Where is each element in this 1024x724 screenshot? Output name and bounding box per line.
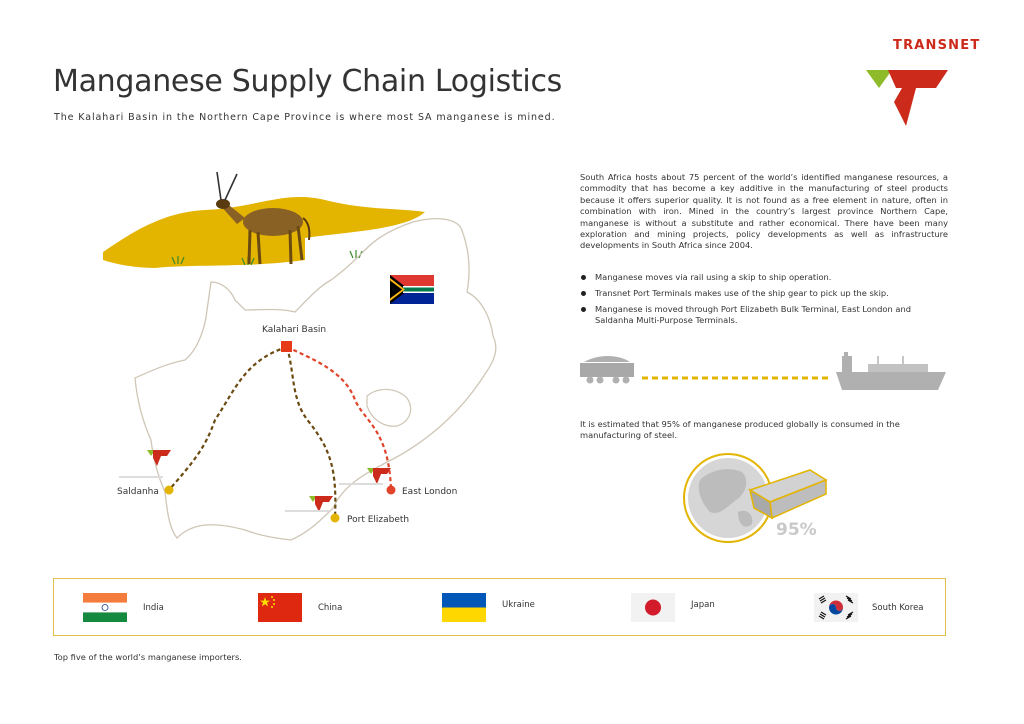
country-china: China — [318, 603, 343, 613]
lesotho-outline — [366, 388, 412, 427]
south-africa-flag — [390, 275, 434, 304]
footnote: Top five of the world’s manganese import… — [54, 652, 242, 662]
bullet-item: Transnet Port Terminals makes use of the… — [580, 288, 948, 299]
country-outline — [134, 217, 497, 541]
country-ukraine: Ukraine — [502, 600, 535, 610]
transnet-logo-icon — [866, 70, 948, 126]
terminal-marker-east-london — [339, 468, 391, 485]
country-india: India — [143, 603, 164, 613]
country-south-korea: South Korea — [872, 603, 924, 613]
brand-wordmark: TRANSNET — [893, 38, 981, 53]
bullet-dot-icon — [581, 291, 586, 296]
bullet-list: Manganese moves via rail using a skip to… — [580, 272, 948, 331]
importers-panel: India China Ukraine Japan South Korea — [53, 578, 946, 636]
oryx-illustration-icon — [216, 171, 311, 265]
east-london-marker — [386, 485, 396, 495]
terminal-marker-saldanha — [119, 450, 171, 478]
label-saldanha: Saldanha — [117, 487, 159, 497]
bullet-text: Manganese is moved through Port Elizabet… — [595, 304, 911, 325]
ukraine-flag-icon — [442, 593, 486, 622]
percentage-label: 95% — [776, 520, 817, 540]
route-east-london — [286, 346, 393, 491]
china-flag-icon — [258, 593, 302, 622]
route-saldanha — [168, 345, 288, 491]
rail-wagon-icon — [580, 356, 634, 384]
bullet-dot-icon — [581, 307, 586, 312]
steel-beam-icon — [748, 469, 828, 520]
india-flag-icon — [83, 593, 127, 622]
label-kalahari-basin: Kalahari Basin — [262, 325, 327, 335]
terminal-marker-port-elizabeth — [285, 496, 333, 512]
globe-steel-illustration — [683, 453, 828, 543]
south-korea-flag-icon — [814, 593, 858, 622]
bullet-item: Manganese is moved through Port Elizabet… — [580, 304, 948, 326]
intro-paragraph: South Africa hosts about 75 percent of t… — [580, 172, 948, 251]
bullet-dot-icon — [581, 275, 586, 280]
page-subtitle: The Kalahari Basin in the Northern Cape … — [54, 112, 556, 123]
port-elizabeth-marker — [330, 513, 340, 523]
south-africa-map — [103, 171, 497, 541]
bullet-text: Transnet Port Terminals makes use of the… — [595, 288, 889, 298]
country-japan: Japan — [691, 600, 715, 610]
skip-to-ship-illustration — [580, 352, 946, 390]
japan-flag-icon — [631, 593, 675, 622]
kalahari-basin-marker — [281, 341, 292, 352]
bullet-text: Manganese moves via rail using a skip to… — [595, 272, 832, 282]
page-title: Manganese Supply Chain Logistics — [53, 64, 562, 99]
route-port-elizabeth — [285, 346, 337, 519]
saldanha-marker — [164, 485, 174, 495]
estimate-text: It is estimated that 95% of manganese pr… — [580, 419, 900, 441]
label-east-london: East London — [402, 487, 458, 497]
bullet-item: Manganese moves via rail using a skip to… — [580, 272, 948, 283]
label-port-elizabeth: Port Elizabeth — [347, 515, 410, 525]
cargo-ship-icon — [836, 352, 946, 390]
